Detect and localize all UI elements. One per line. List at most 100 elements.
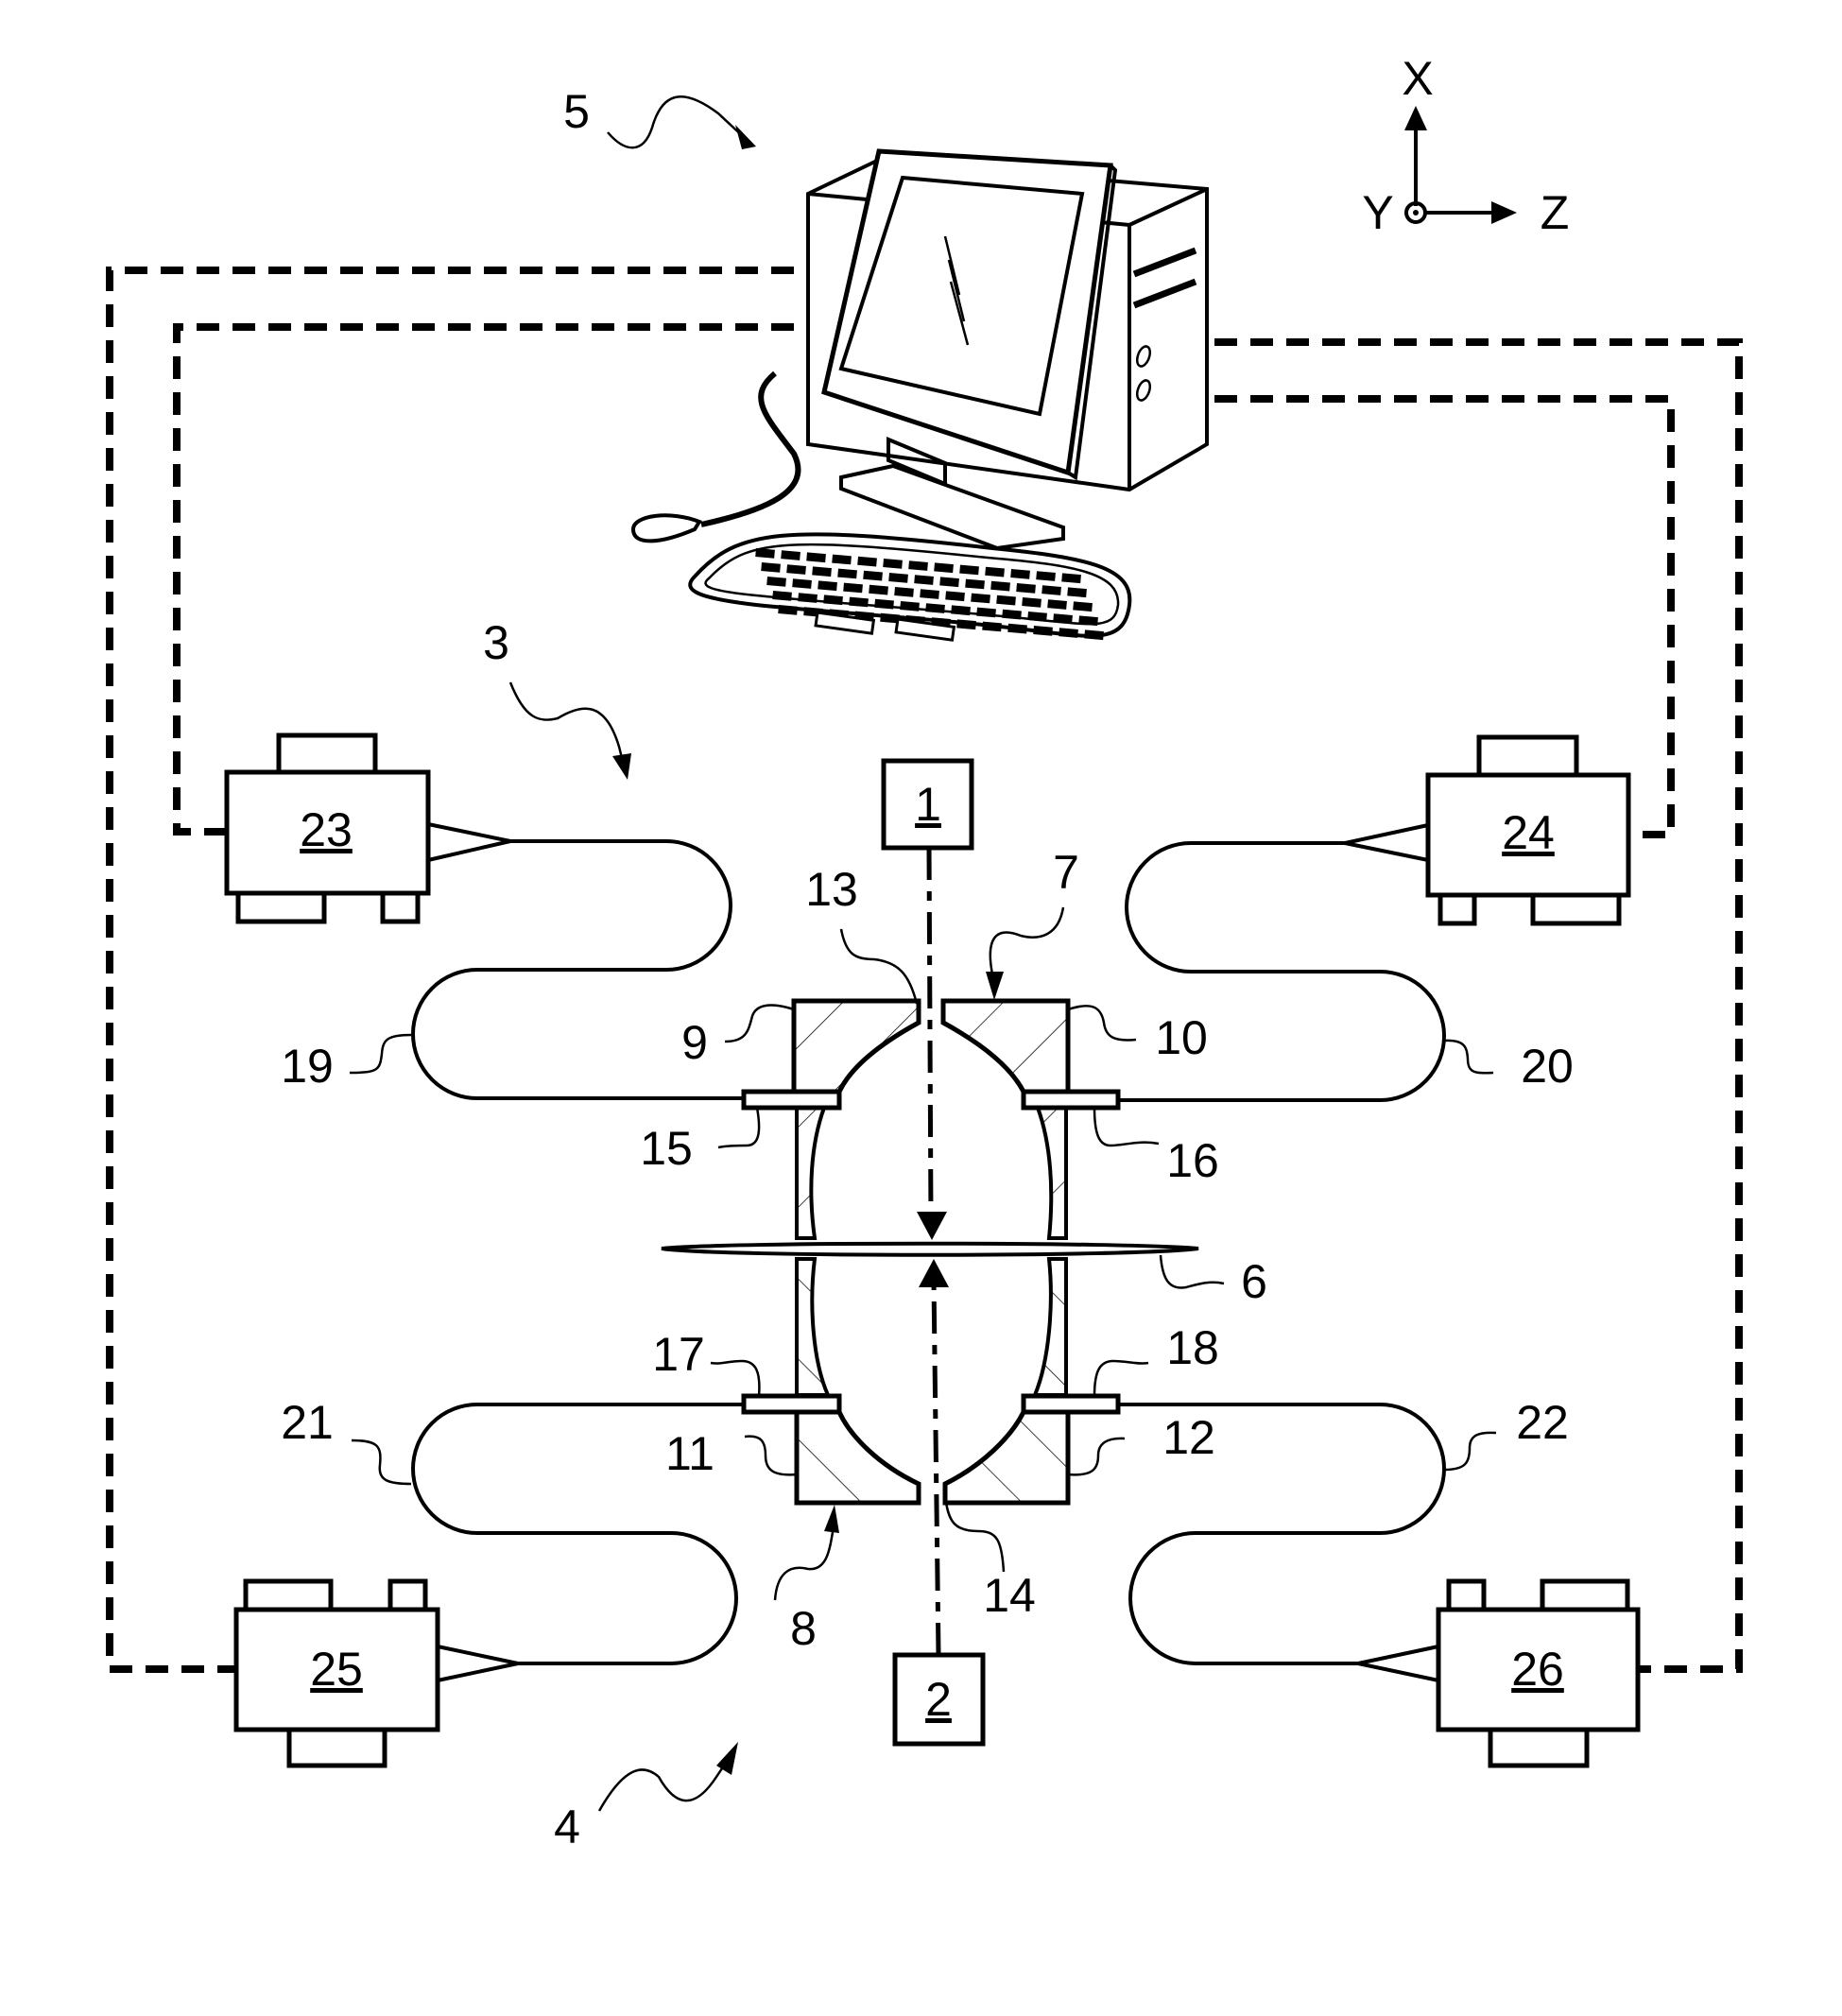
keyboard-key bbox=[849, 596, 869, 608]
signal-lines bbox=[106, 267, 1743, 1673]
keyboard-key bbox=[1002, 609, 1022, 620]
keyboard-key bbox=[1053, 613, 1073, 624]
keyboard-key bbox=[832, 554, 852, 565]
keyboard-key bbox=[869, 584, 888, 595]
axis-label-z: Z bbox=[1541, 186, 1570, 239]
keyboard-key bbox=[965, 578, 985, 590]
y-axis-out-of-page-icon bbox=[1404, 201, 1427, 224]
beam-2 bbox=[931, 1280, 941, 1656]
label-upper-right-part: 10 bbox=[1155, 1011, 1208, 1064]
device-23: 23 bbox=[224, 732, 511, 924]
port-18 bbox=[1021, 1393, 1121, 1415]
coordinate-axes: X Y Z bbox=[1362, 52, 1569, 239]
keyboard-key bbox=[1016, 582, 1036, 594]
label-lower-left-part: 11 bbox=[665, 1427, 714, 1480]
source-1: 1 bbox=[881, 758, 974, 1240]
device-24: 24 bbox=[1344, 734, 1631, 926]
keyboard-key bbox=[761, 562, 781, 573]
label-port-15: 15 bbox=[640, 1122, 693, 1175]
keyboard-key bbox=[925, 603, 945, 613]
source-1-label: 1 bbox=[915, 778, 941, 831]
keyboard-key bbox=[1033, 626, 1053, 636]
device-26-label: 26 bbox=[1511, 1643, 1564, 1696]
keyboard-key bbox=[1067, 587, 1087, 598]
keyboard-key bbox=[894, 587, 914, 597]
keyboard-icon bbox=[688, 532, 1132, 642]
keyboard-key bbox=[1047, 599, 1067, 610]
label-port-17: 17 bbox=[652, 1328, 705, 1381]
keyboard-key bbox=[823, 594, 843, 606]
keyboard-key bbox=[1073, 601, 1093, 612]
label-upper-left-part: 9 bbox=[681, 1016, 708, 1069]
keyboard-key bbox=[945, 591, 965, 602]
z-arrowhead-icon bbox=[1491, 201, 1517, 224]
label-port-18: 18 bbox=[1166, 1321, 1219, 1374]
keyboard-key bbox=[857, 556, 877, 567]
fiber-21 bbox=[411, 1403, 744, 1665]
fiber-22 bbox=[1118, 1403, 1446, 1665]
label-lower-aperture: 14 bbox=[983, 1569, 1036, 1622]
label-upper-unit: 3 bbox=[483, 616, 509, 669]
keyboard-key bbox=[1059, 628, 1078, 638]
keyboard-key bbox=[900, 600, 920, 612]
port-16 bbox=[1021, 1089, 1121, 1111]
label-upper-aperture: 13 bbox=[805, 863, 858, 916]
keyboard-key bbox=[939, 577, 959, 588]
membrane-6 bbox=[661, 1241, 1199, 1257]
fiber-20 bbox=[1118, 841, 1446, 1102]
keyboard-key bbox=[766, 576, 786, 587]
keyboard-spacebar bbox=[814, 611, 876, 635]
keyboard-key bbox=[806, 552, 826, 563]
keyboard-key bbox=[786, 564, 806, 575]
beam-1-arrowhead-icon bbox=[917, 1212, 947, 1240]
keyboard-key bbox=[920, 589, 939, 599]
keyboard-key bbox=[837, 568, 857, 579]
computer bbox=[630, 148, 1209, 642]
keyboard-key bbox=[996, 594, 1016, 606]
keyboard-key bbox=[883, 559, 903, 569]
keyboard-key bbox=[1084, 629, 1104, 641]
device-25: 25 bbox=[233, 1578, 519, 1768]
device-25-label: 25 bbox=[310, 1643, 363, 1696]
fiber-19 bbox=[411, 839, 744, 1100]
label-lower-housing: 8 bbox=[790, 1602, 817, 1655]
keyboard-key bbox=[982, 621, 1002, 632]
axis-label-y: Y bbox=[1362, 186, 1393, 239]
label-membrane: 6 bbox=[1241, 1255, 1267, 1308]
dashed-link-computer-26 bbox=[1214, 338, 1743, 1673]
keyboard-key bbox=[914, 575, 934, 585]
keyboard-key bbox=[908, 560, 928, 571]
label-lower-unit: 4 bbox=[554, 1801, 580, 1853]
x-arrowhead-icon bbox=[1404, 106, 1427, 130]
keyboard-key bbox=[792, 578, 812, 589]
label-port-16: 16 bbox=[1166, 1134, 1219, 1187]
keyboard-key bbox=[971, 593, 990, 604]
beam-1 bbox=[926, 847, 934, 1220]
port-15 bbox=[741, 1089, 842, 1111]
keyboard-key bbox=[888, 573, 908, 583]
keyboard-key bbox=[1036, 571, 1056, 581]
label-fiber-21: 21 bbox=[281, 1396, 334, 1449]
keyboard-key bbox=[874, 598, 894, 610]
keyboard-key bbox=[880, 612, 900, 624]
keyboard-key bbox=[934, 562, 954, 574]
keyboard-key bbox=[1078, 615, 1098, 627]
device-23-label: 23 bbox=[300, 803, 353, 856]
measurement-chamber bbox=[661, 998, 1199, 1506]
keyboard-key bbox=[818, 580, 837, 592]
dashed-link-computer-23 bbox=[173, 323, 794, 836]
label-lower-right-part: 12 bbox=[1162, 1411, 1215, 1464]
keyboard-key bbox=[778, 605, 798, 615]
keyboard-key bbox=[976, 607, 996, 618]
fibers bbox=[411, 839, 1446, 1665]
label-fiber-20: 20 bbox=[1521, 1040, 1574, 1093]
port-17 bbox=[741, 1393, 842, 1415]
keyboard-key bbox=[1007, 623, 1027, 634]
keyboard-key bbox=[863, 570, 883, 581]
label-fiber-22: 22 bbox=[1516, 1396, 1569, 1449]
reference-numerals: 5 3 4 7 13 9 10 15 16 6 17 18 11 12 8 14… bbox=[281, 85, 1574, 1853]
keyboard-key bbox=[772, 590, 792, 601]
keyboard-key bbox=[1010, 568, 1030, 579]
keyboard-key bbox=[1042, 585, 1061, 595]
keyboard-key bbox=[985, 566, 1005, 577]
